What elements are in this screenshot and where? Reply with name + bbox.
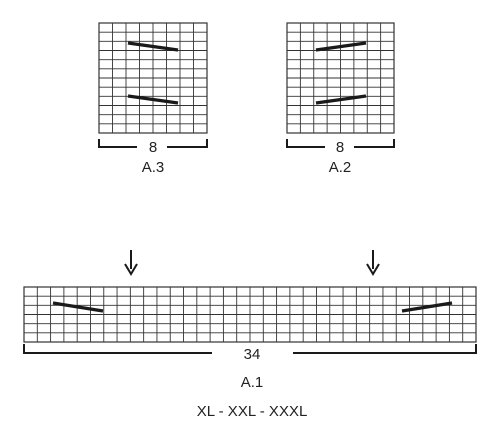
- chart-a3-stitch-count: 8: [149, 139, 157, 156]
- chart-a2-grid: [286, 22, 395, 134]
- chart-a2-stitch-count: 8: [336, 139, 344, 156]
- chart-a3-label: A.3: [142, 159, 165, 176]
- chart-a1-label: A.1: [241, 374, 264, 391]
- slant-stitch-symbol: [52, 301, 104, 313]
- slant-stitch-symbol: [315, 94, 367, 105]
- chart-a1-slant-symbols: [52, 301, 453, 313]
- size-label: XL - XXL - XXXL: [197, 403, 308, 420]
- down-arrow-right: [366, 250, 380, 276]
- chart-a1: 34 A.1 XL - XXL - XXXL: [23, 286, 477, 420]
- chart-a3-slant-symbols: [127, 41, 179, 105]
- chart-a2: 8 A.2: [286, 22, 395, 176]
- chart-a1-stitch-count: 34: [244, 346, 261, 363]
- slant-stitch-symbol: [127, 94, 179, 105]
- chart-a2-width-bracket: [286, 139, 395, 148]
- chart-a3-width-bracket: [98, 139, 208, 148]
- chart-a1-grid: [23, 286, 477, 343]
- chart-a3-grid: [98, 22, 208, 134]
- chart-a2-slant-symbols: [315, 41, 367, 105]
- chart-a1-width-bracket: [23, 344, 477, 354]
- chart-a3: 8 A.3: [98, 22, 208, 176]
- down-arrow-left: [124, 250, 138, 276]
- slant-stitch-symbol: [401, 301, 453, 313]
- chart-a2-label: A.2: [329, 159, 352, 176]
- slant-stitch-symbol: [315, 41, 367, 52]
- slant-stitch-symbol: [127, 41, 179, 52]
